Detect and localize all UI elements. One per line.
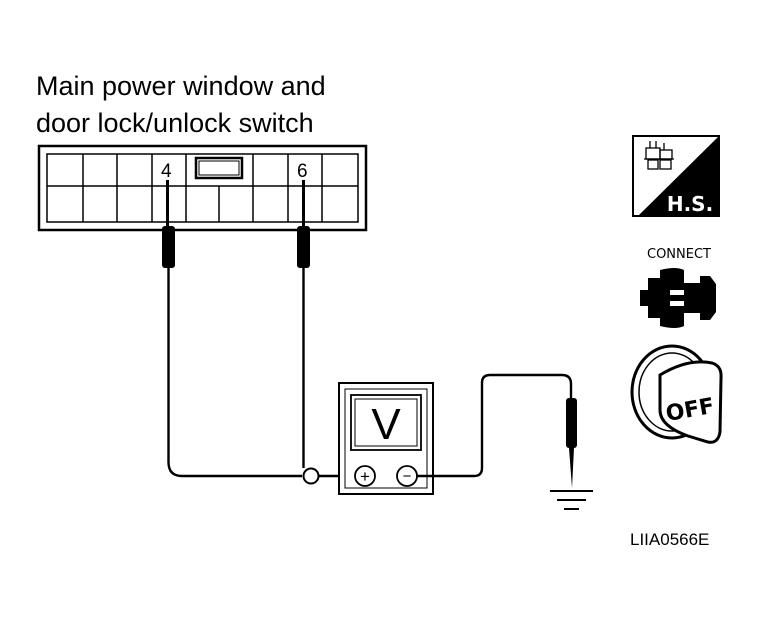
connect-icon: CONNECT — [640, 247, 716, 328]
switch-connector: 4 6 — [37, 144, 368, 232]
harness-side-label: H.S. — [667, 192, 713, 216]
positive-terminal — [354, 465, 376, 487]
probe-pin-6 — [297, 180, 310, 468]
meter-unit-label: V — [371, 400, 401, 449]
probe-pin-4 — [162, 180, 302, 478]
voltmeter: V + − — [338, 382, 434, 495]
positive-terminal-symbol: + — [360, 467, 370, 486]
negative-terminal-symbol: − — [403, 468, 412, 485]
harness-side-icon: H.S. — [632, 135, 720, 217]
junction-node — [302, 467, 320, 485]
ground-symbol — [550, 490, 593, 510]
ignition-off-icon: OFF — [630, 344, 723, 444]
figure-code: LIIA0566E — [630, 530, 709, 549]
pin-label-4: 4 — [161, 161, 172, 182]
title-line-2: door lock/unlock switch — [36, 108, 314, 138]
ground-probe — [417, 373, 577, 488]
title-line-1: Main power window and — [36, 71, 326, 101]
pin-label-6: 6 — [297, 161, 308, 182]
connect-label: CONNECT — [647, 247, 711, 262]
